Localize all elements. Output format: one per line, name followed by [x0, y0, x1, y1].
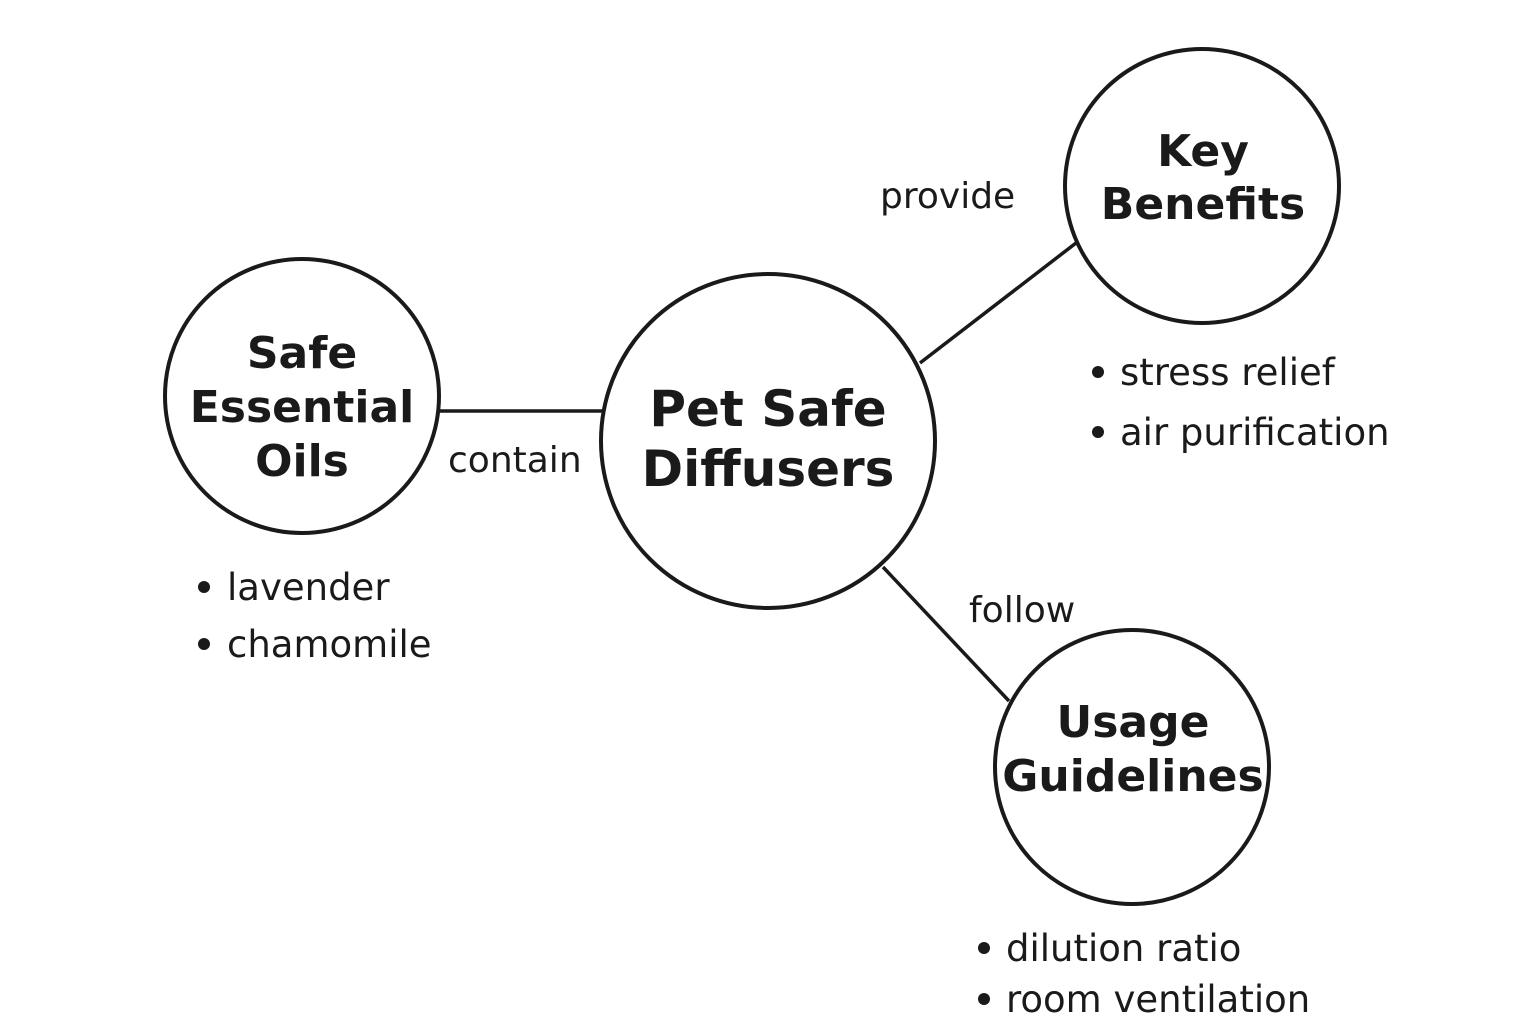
bullet-dot — [198, 638, 210, 650]
guidelines-title-line-1: Usage — [1057, 697, 1210, 748]
connector-center-guidelines — [881, 565, 1011, 703]
bullet-dot — [198, 581, 210, 593]
oils-title-line-2: Essential — [190, 382, 415, 433]
connector-center-benefits — [918, 241, 1078, 365]
center-title-line-1: Pet Safe — [649, 380, 886, 438]
node-usage-guidelines: Usage Guidelines — [993, 628, 1271, 906]
benefits-bullet-list: stress relief air purification — [1092, 351, 1390, 454]
edge-label-follow: follow — [969, 590, 1075, 631]
oils-bullet-list: lavender chamomile — [198, 566, 432, 666]
guidelines-bullet-list: dilution ratio room ventilation — [978, 927, 1310, 1021]
guidelines-title-line-2: Guidelines — [1002, 751, 1263, 802]
benefits-title-line-2: Benefits — [1101, 179, 1305, 230]
bullet-dot — [978, 942, 990, 954]
bullet-dot — [1092, 426, 1104, 438]
node-pet-safe-diffusers: Pet Safe Diffusers — [599, 272, 937, 610]
node-circle-oils — [163, 257, 441, 535]
edge-label-provide: provide — [880, 176, 1015, 217]
guidelines-bullet-1: dilution ratio — [1006, 927, 1241, 970]
benefits-title-line-1: Key — [1157, 126, 1249, 177]
node-key-benefits: Key Benefits — [1063, 47, 1341, 325]
node-safe-essential-oils: Safe Essential Oils — [163, 257, 441, 535]
bullet-dot — [1092, 366, 1104, 378]
node-circle-benefits — [1063, 47, 1341, 325]
oils-bullet-1: lavender — [227, 566, 390, 609]
node-circle-center — [599, 272, 937, 610]
node-circle-guidelines — [993, 628, 1271, 906]
center-title-line-2: Diffusers — [642, 440, 895, 498]
guidelines-bullet-2: room ventilation — [1006, 978, 1310, 1021]
edge-label-contain: contain — [448, 440, 582, 481]
oils-bullet-2: chamomile — [227, 623, 432, 666]
oils-title-line-1: Safe — [247, 328, 357, 379]
benefits-bullet-1: stress relief — [1120, 351, 1336, 394]
benefits-bullet-2: air purification — [1120, 411, 1390, 454]
bullet-dot — [978, 993, 990, 1005]
oils-title-line-3: Oils — [255, 436, 349, 487]
